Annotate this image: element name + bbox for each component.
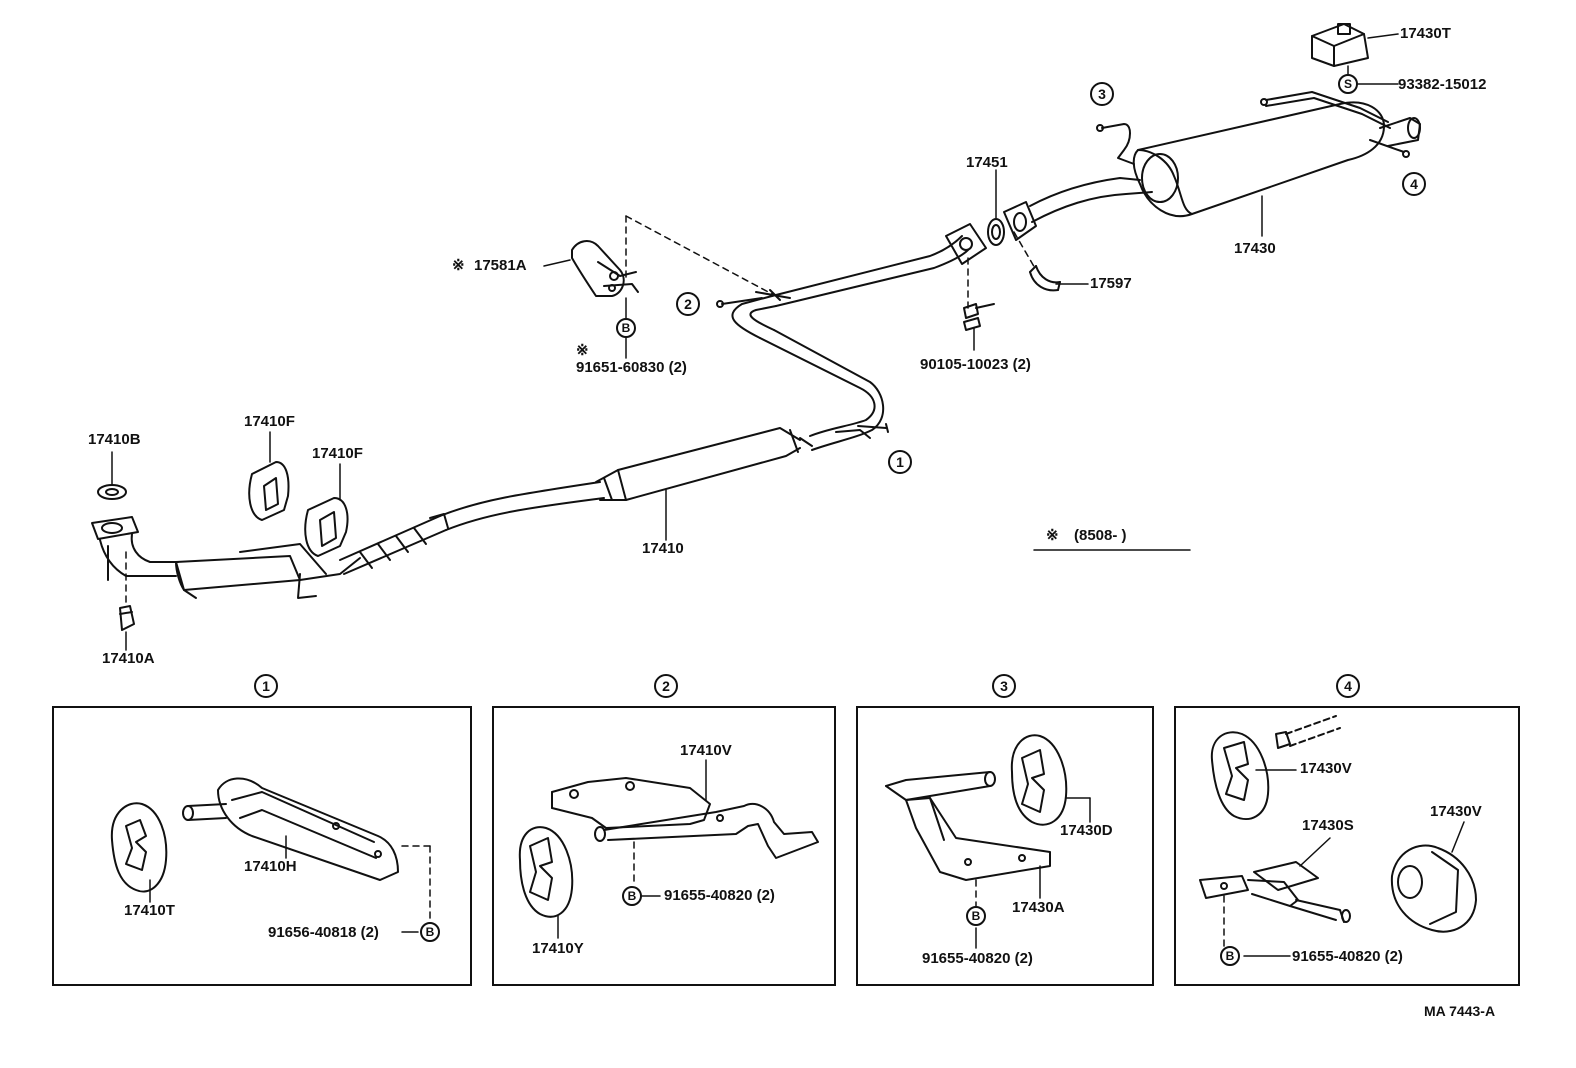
part-label-17430a: 17430A xyxy=(1012,899,1065,916)
bolt-b-symbol-detail-4: B xyxy=(1220,946,1240,966)
part-label-91655-40820-detail-3: 91655-40820 (2) xyxy=(922,950,1033,967)
part-label-17430: 17430 xyxy=(1234,240,1276,257)
bolt-b-symbol-detail-3: B xyxy=(966,906,986,926)
part-label-17410a: 17410A xyxy=(102,650,155,667)
detail-1-drawing xyxy=(110,777,399,893)
part-label-90105-10023: 90105-10023 (2) xyxy=(920,356,1031,373)
detail-leader-lines xyxy=(149,759,1465,957)
part-label-17430s: 17430S xyxy=(1302,817,1354,834)
callout-2-main: 2 xyxy=(676,292,700,316)
part-label-17410f-right: 17410F xyxy=(312,445,363,462)
callout-4-main: 4 xyxy=(1402,172,1426,196)
callout-4-detail: 4 xyxy=(1336,674,1360,698)
bolt-b-symbol-main: B xyxy=(616,318,636,338)
part-label-91655-40820-detail-4: 91655-40820 (2) xyxy=(1292,948,1403,965)
leader-lines xyxy=(111,33,1399,651)
bolt-s-symbol: S xyxy=(1338,74,1358,94)
part-label-17581a: 17581A xyxy=(474,257,527,274)
main-muffler-drawing xyxy=(1096,91,1421,217)
bolt-b-symbol-detail-1: B xyxy=(420,922,440,942)
part-label-17410v: 17410V xyxy=(680,742,732,759)
part-label-91655-40820-detail-2: 91655-40820 (2) xyxy=(664,887,775,904)
detail-panel-2 xyxy=(492,706,836,986)
part-label-17410: 17410 xyxy=(642,540,684,557)
part-label-17410f-left: 17410F xyxy=(244,413,295,430)
part-label-17430t: 17430T xyxy=(1400,25,1451,42)
date-note: (8508- ) xyxy=(1074,527,1127,544)
part-label-17430v-right: 17430V xyxy=(1430,803,1482,820)
callout-1-main: 1 xyxy=(888,450,912,474)
joint-flanges-drawing xyxy=(945,177,1153,331)
note-mark-91651: ※ xyxy=(576,342,589,359)
part-label-17410y: 17410Y xyxy=(532,940,584,957)
callout-1-detail: 1 xyxy=(254,674,278,698)
front-exhaust-pipe-drawing xyxy=(91,235,969,599)
detail-panel-4 xyxy=(1174,706,1520,986)
drawing-reference-code: MA 7443-A xyxy=(1424,1003,1496,1019)
dashed-alignment-lines xyxy=(125,215,1037,607)
detail-dashed-lines xyxy=(401,841,1225,947)
detail-panel-1 xyxy=(52,706,472,986)
detail-2-drawing xyxy=(518,777,819,918)
part-label-91651-60830: 91651-60830 (2) xyxy=(576,359,687,376)
part-label-17451: 17451 xyxy=(966,154,1008,171)
detail-3-drawing xyxy=(885,734,1068,881)
bolt-b-symbol-detail-2: B xyxy=(622,886,642,906)
note-mark-date: ※ xyxy=(1046,527,1059,544)
part-label-17410t: 17410T xyxy=(124,902,175,919)
part-label-93382-15012: 93382-15012 xyxy=(1398,76,1487,93)
part-label-17410b: 17410B xyxy=(88,431,141,448)
part-label-17597: 17597 xyxy=(1090,275,1132,292)
part-label-91656-40818: 91656-40818 (2) xyxy=(268,924,379,941)
detail-4-drawing xyxy=(1199,715,1477,933)
detail-panel-3 xyxy=(856,706,1154,986)
part-label-17410h: 17410H xyxy=(244,858,297,875)
callout-3-main: 3 xyxy=(1090,82,1114,106)
loose-parts-drawing xyxy=(97,23,1369,631)
note-mark-17581a: ※ xyxy=(452,257,465,274)
part-label-17430v-top: 17430V xyxy=(1300,760,1352,777)
callout-3-detail: 3 xyxy=(992,674,1016,698)
part-label-17430d: 17430D xyxy=(1060,822,1113,839)
callout-2-detail: 2 xyxy=(654,674,678,698)
